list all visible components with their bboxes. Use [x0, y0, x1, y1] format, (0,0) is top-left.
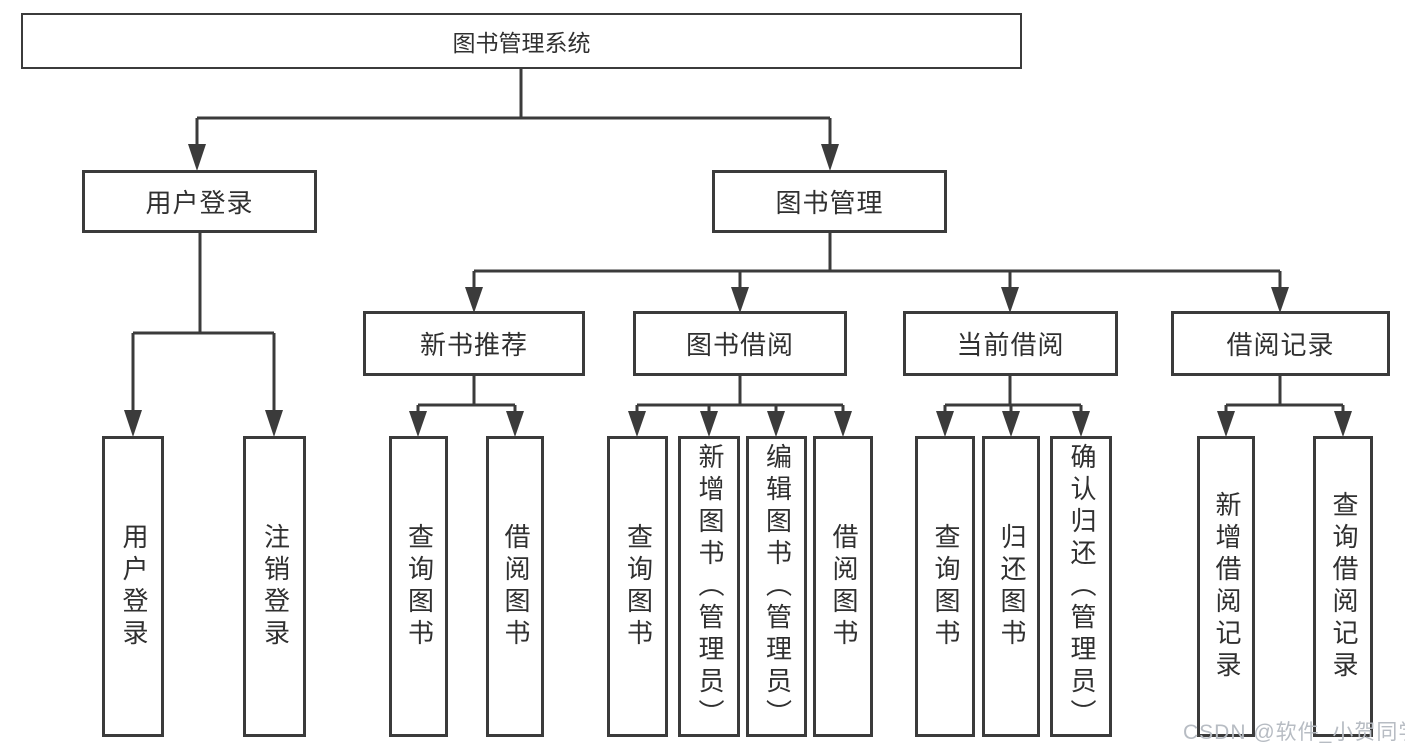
node-label: 图书管理 — [775, 188, 884, 218]
node-book-management: 图书管理 — [712, 170, 947, 233]
node-label: 查询借阅记录 — [1328, 490, 1359, 683]
node-label: 借阅记录 — [1226, 330, 1335, 360]
leaf-query-borrow-record: 查询借阅记录 — [1313, 436, 1373, 737]
node-borrowing-records: 借阅记录 — [1171, 311, 1390, 376]
node-book-borrowing: 图书借阅 — [633, 311, 847, 376]
node-label: 查询图书 — [930, 522, 961, 651]
leaf-return-books: 归还图书 — [982, 436, 1040, 737]
node-label: 借阅图书 — [500, 522, 531, 651]
node-label: 查询图书 — [623, 522, 654, 651]
csdn-watermark: CSDN @软件_小贺同学 — [1183, 721, 1405, 744]
leaf-add-books-admin: 新增图书（管理员） — [678, 436, 740, 737]
connector-borrow-records-to-leaves — [1217, 376, 1352, 437]
leaf-query-books-current: 查询图书 — [915, 436, 975, 737]
node-label: 当前借阅 — [956, 330, 1065, 360]
node-label: 确认归还（管理员） — [1066, 442, 1097, 731]
leaf-logout: 注销登录 — [243, 436, 306, 737]
leaf-query-books-recommend: 查询图书 — [389, 436, 448, 737]
node-label: 查询图书 — [404, 522, 435, 651]
node-label: 编辑图书（管理员） — [762, 442, 793, 731]
connector-root-to-level2 — [188, 69, 839, 171]
connector-user-login-to-leaves — [124, 232, 283, 437]
connector-new-book-to-leaves — [409, 376, 524, 437]
leaf-add-borrow-record: 新增借阅记录 — [1197, 436, 1255, 737]
connector-book-management-to-level3 — [465, 232, 1289, 313]
node-label: 新增借阅记录 — [1211, 490, 1242, 683]
node-label: 图书借阅 — [685, 330, 794, 360]
node-label: 用户登录 — [145, 188, 254, 218]
node-label: 用户登录 — [118, 522, 149, 651]
connector-book-borrow-to-leaves — [628, 376, 852, 437]
leaf-edit-books-admin: 编辑图书（管理员） — [746, 436, 807, 737]
node-label: 新增图书（管理员） — [694, 442, 725, 731]
node-label: 归还图书 — [996, 522, 1027, 651]
node-root-book-management-system: 图书管理系统 — [21, 13, 1022, 69]
leaf-query-books-borrow: 查询图书 — [607, 436, 668, 737]
leaf-user-login: 用户登录 — [102, 436, 164, 737]
node-current-borrowing: 当前借阅 — [903, 311, 1118, 376]
leaf-confirm-return-admin: 确认归还（管理员） — [1050, 436, 1112, 737]
node-user-login: 用户登录 — [82, 170, 317, 233]
node-label: 借阅图书 — [828, 522, 859, 651]
leaf-borrow-books-recommend: 借阅图书 — [486, 436, 544, 737]
connector-current-borrow-to-leaves — [936, 376, 1090, 437]
leaf-borrow-books: 借阅图书 — [813, 436, 873, 737]
node-label: 新书推荐 — [419, 330, 528, 360]
node-label: 图书管理系统 — [452, 30, 591, 56]
node-new-book-recommendation: 新书推荐 — [363, 311, 585, 376]
node-label: 注销登录 — [260, 522, 291, 651]
